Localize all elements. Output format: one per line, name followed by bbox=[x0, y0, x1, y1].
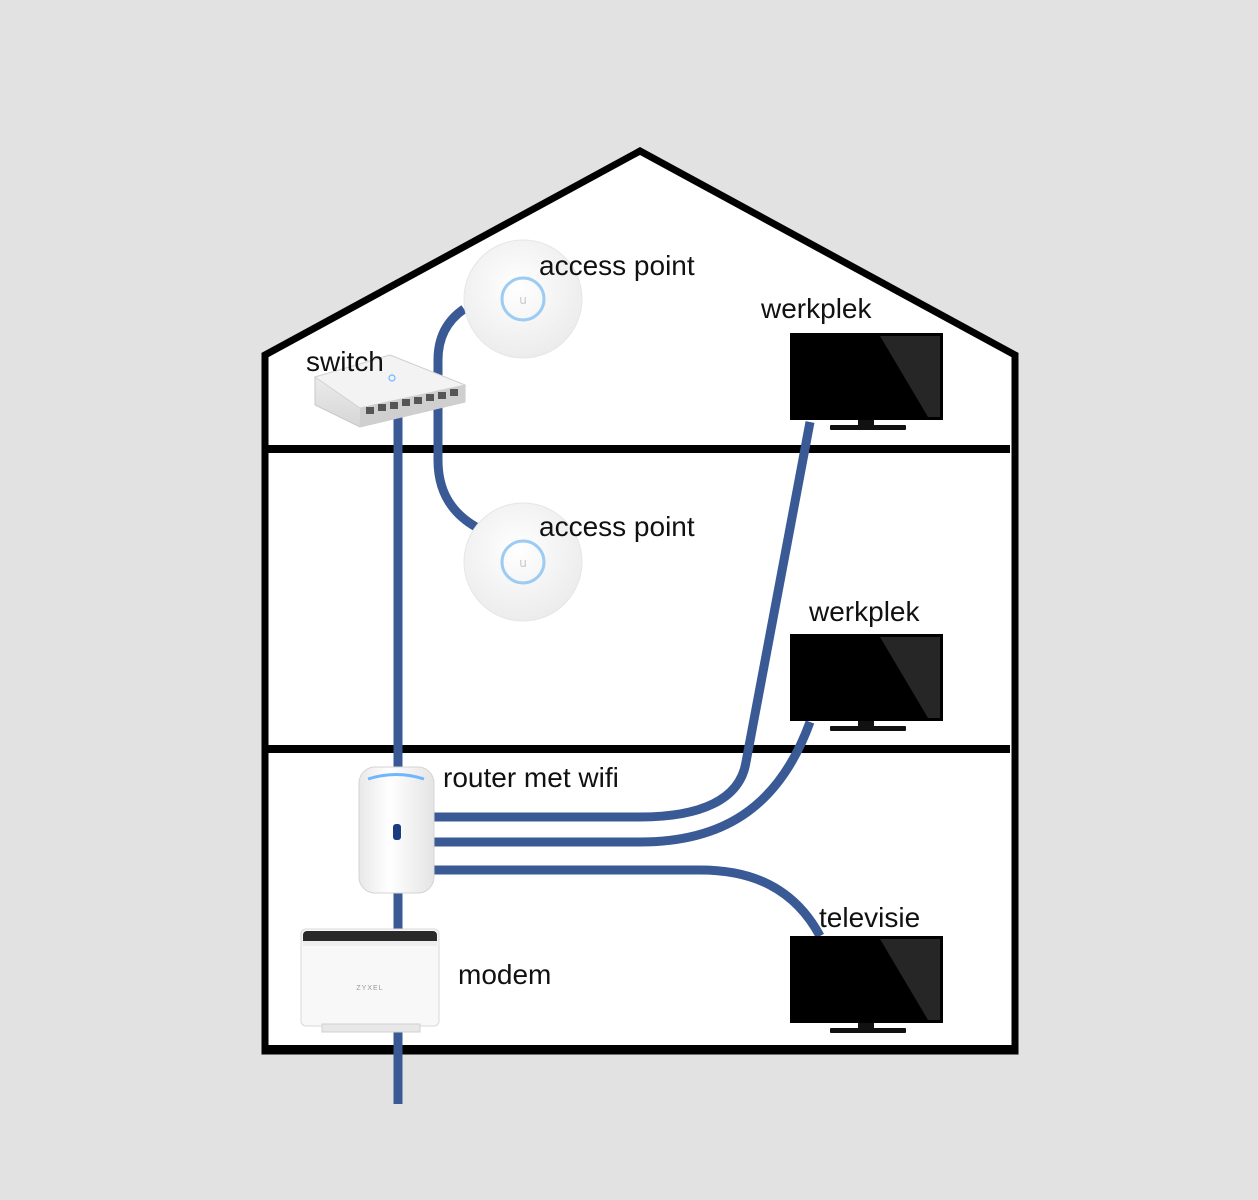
svg-text:u: u bbox=[519, 293, 527, 307]
label-modem: modem bbox=[458, 959, 551, 990]
label-werkplek-mid: werkplek bbox=[808, 596, 920, 627]
access-point-mid: u bbox=[463, 502, 583, 622]
label-werkplek-top: werkplek bbox=[760, 293, 872, 324]
svg-text:u: u bbox=[519, 556, 527, 570]
monitor-icon bbox=[790, 936, 943, 1033]
label-televisie: televisie bbox=[819, 902, 920, 933]
cable-switch-to-ap-top bbox=[433, 305, 467, 415]
monitor-icon bbox=[790, 333, 943, 430]
cable-router-to-televisie bbox=[434, 865, 824, 939]
modem-brand: ZYXEL bbox=[356, 985, 383, 992]
cable-router-to-werkplek-mid bbox=[434, 720, 815, 847]
cable-router-to-werkplek-top bbox=[434, 421, 815, 822]
access-point-icon: u bbox=[500, 539, 546, 585]
router-tower-icon bbox=[358, 766, 435, 894]
label-access-point-top: access point bbox=[539, 250, 695, 281]
label-router: router met wifi bbox=[443, 762, 619, 793]
access-point-top: u bbox=[463, 239, 583, 359]
label-switch: switch bbox=[306, 346, 384, 377]
modem-icon: ZYXEL bbox=[300, 928, 440, 1033]
network-switch-icon bbox=[313, 354, 467, 428]
label-access-point-mid: access point bbox=[539, 511, 695, 542]
cable-switch-to-ap-mid bbox=[433, 415, 479, 531]
monitor-icon bbox=[790, 634, 943, 731]
access-point-icon: u bbox=[500, 276, 546, 322]
